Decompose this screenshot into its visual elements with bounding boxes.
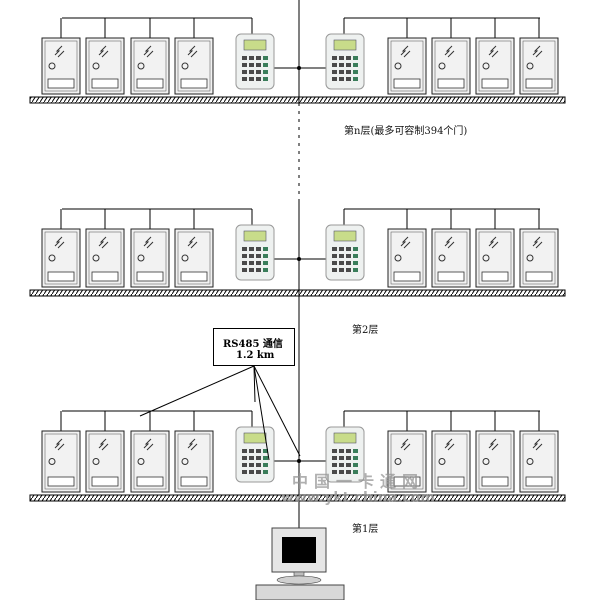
door-controller (174, 37, 214, 95)
door-controller (431, 37, 471, 95)
keypad-terminal (235, 224, 275, 281)
floor-2-label: 第2层 (352, 325, 379, 336)
door-controller (431, 228, 471, 288)
management-computer (255, 527, 345, 601)
door-controller (475, 430, 515, 493)
watermark-cn: 中国一卡通网 (291, 472, 424, 491)
floor-group-1 (29, 17, 566, 104)
rs485-callout: RS485 通信 1.2 km (213, 328, 295, 366)
door-controller (387, 37, 427, 95)
door-controller (41, 37, 81, 95)
door-controller (41, 228, 81, 288)
floor-rail (29, 96, 566, 104)
keypad-terminal (235, 426, 275, 483)
door-controller (85, 228, 125, 288)
callout-leader (253, 365, 270, 461)
door-controller (475, 228, 515, 288)
floor-group-2 (29, 208, 566, 297)
watermark-url: www.ykt.china.com (281, 490, 435, 506)
callout-leader (253, 365, 256, 403)
door-controller (475, 37, 515, 95)
callout-leader (253, 365, 301, 457)
door-controller (519, 37, 559, 95)
distance-label: 1.2 km (236, 350, 275, 361)
door-controller (174, 430, 214, 493)
door-controller (130, 228, 170, 288)
floor-n-label: 第n层(最多可容制394个门) (344, 126, 468, 137)
watermark: 中国一卡通网 www.ykt.china.com (268, 468, 448, 506)
door-controller (85, 37, 125, 95)
floor-rail (29, 289, 566, 297)
floor-rail (29, 494, 566, 502)
keypad-terminal (325, 33, 365, 90)
door-controller (41, 430, 81, 493)
door-controller (387, 228, 427, 288)
floor-group-3 (29, 410, 566, 502)
keypad-terminal (325, 426, 365, 483)
door-controller (174, 228, 214, 288)
door-controller (519, 430, 559, 493)
rs485-label: RS485 通信 (223, 339, 283, 350)
door-controller (130, 430, 170, 493)
door-controller (519, 228, 559, 288)
door-controller (130, 37, 170, 95)
door-controller (431, 430, 471, 493)
keypad-terminal (325, 224, 365, 281)
callout-leader (139, 365, 255, 417)
keypad-terminal (235, 33, 275, 90)
floor-1-label: 第1层 (352, 524, 379, 535)
door-controller (387, 430, 427, 493)
door-controller (85, 430, 125, 493)
